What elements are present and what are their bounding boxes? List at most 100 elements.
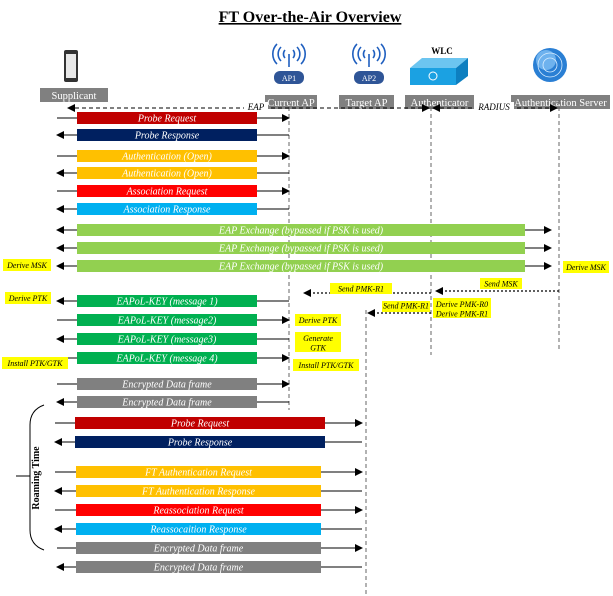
note-text: Derive PMK-R1 bbox=[435, 310, 488, 319]
roaming-time-label: Roaming Time bbox=[31, 446, 42, 510]
message-label: Reassocaition Response bbox=[149, 525, 247, 536]
note-text: Send MSK bbox=[484, 280, 518, 289]
note-text: Install PTK/GTK bbox=[7, 359, 64, 368]
eap-label: EAP bbox=[247, 102, 265, 112]
ap1-badge: AP1 bbox=[282, 74, 296, 83]
message-bar bbox=[76, 523, 321, 535]
target-ap-label: Target AP bbox=[346, 98, 388, 109]
message-encrypted-data-frame: Encrypted Data frame bbox=[56, 561, 362, 574]
message-label: Probe Response bbox=[167, 438, 233, 449]
message-encrypted-data-frame: Encrypted Data frame bbox=[57, 378, 290, 391]
message-eapol-key-message-1: EAPoL-KEY (message 1) bbox=[56, 295, 289, 308]
message-bar bbox=[77, 396, 257, 408]
message-label: EAPoL-KEY (message3) bbox=[117, 335, 217, 346]
message-label: Encrypted Data frame bbox=[121, 398, 212, 409]
message-authentication-open: Authentication (Open) bbox=[57, 150, 290, 163]
message-bar bbox=[77, 314, 257, 326]
message-label: EAPoL-KEY (message2) bbox=[117, 316, 217, 327]
message-label: Association Request bbox=[126, 187, 208, 198]
note-send-pmk-r1: Send PMK-R1 bbox=[330, 283, 392, 294]
message-bar bbox=[77, 129, 257, 141]
message-reassociation-request: Reassociation Request bbox=[55, 504, 363, 517]
message-bar bbox=[77, 112, 257, 124]
message-label: Probe Response bbox=[134, 131, 200, 142]
message-bar bbox=[76, 466, 321, 478]
note-text: Install PTK/GTK bbox=[298, 361, 355, 370]
diagram-title: FT Over-the-Air Overview bbox=[219, 9, 402, 26]
message-label: Reassociation Request bbox=[152, 506, 243, 517]
message-bar bbox=[77, 150, 257, 162]
authenticator-label: Authenticator bbox=[411, 98, 469, 109]
message-eap-exchange-bypassed-if-psk-is-used: EAP Exchange (bypassed if PSK is used) bbox=[56, 242, 552, 255]
message-label: Encrypted Data frame bbox=[153, 544, 244, 555]
message-bar bbox=[77, 295, 257, 307]
roaming-time-bracket: Roaming Time bbox=[16, 404, 45, 551]
smartphone-icon bbox=[64, 50, 78, 82]
message-label: Probe Request bbox=[170, 419, 229, 430]
note-derive-msk: Derive MSK bbox=[563, 261, 609, 273]
note-text: Derive MSK bbox=[6, 261, 47, 270]
server-globe-icon bbox=[533, 48, 567, 82]
note-install-ptk-gtk: Install PTK/GTK bbox=[293, 359, 359, 371]
note-send-msk: Send MSK bbox=[480, 278, 522, 289]
message-eapol-key-message3: EAPoL-KEY (message3) bbox=[56, 333, 289, 346]
message-label: Probe Request bbox=[137, 114, 196, 125]
message-bar bbox=[76, 542, 321, 554]
note-text: Send PMK-R1 bbox=[383, 302, 429, 311]
eap-span: EAP bbox=[67, 102, 430, 112]
wireless-ap-icon: AP1 bbox=[272, 43, 306, 84]
supplicant-label: Supplicant bbox=[52, 91, 97, 102]
message-bar bbox=[77, 260, 525, 272]
note-text: Derive PTK bbox=[8, 294, 48, 303]
note-text: Derive PTK bbox=[298, 316, 338, 325]
message-label: EAP Exchange (bypassed if PSK is used) bbox=[218, 262, 384, 273]
wlc-switch-icon: WLC bbox=[410, 46, 468, 85]
target-ap-header: Target AP bbox=[339, 95, 394, 109]
radius-label: RADIUS bbox=[477, 102, 510, 112]
message-bar bbox=[75, 436, 325, 448]
message-bar bbox=[77, 352, 257, 364]
message-bar bbox=[76, 504, 321, 516]
message-label: Association Response bbox=[123, 205, 211, 216]
authentication-server-header: Authentication Server bbox=[511, 95, 610, 109]
message-label: EAPoL-KEY (message 1) bbox=[115, 297, 218, 308]
message-association-response: Association Response bbox=[56, 203, 289, 216]
wireless-ap-icon: AP2 bbox=[352, 43, 386, 84]
message-eap-exchange-bypassed-if-psk-is-used: EAP Exchange (bypassed if PSK is used) bbox=[56, 224, 552, 237]
message-bar bbox=[75, 417, 325, 429]
ap2-badge: AP2 bbox=[362, 74, 376, 83]
message-bar bbox=[76, 485, 321, 497]
message-eapol-key-message2: EAPoL-KEY (message2) bbox=[57, 314, 290, 327]
message-probe-request: Probe Request bbox=[55, 417, 363, 430]
message-label: EAP Exchange (bypassed if PSK is used) bbox=[218, 226, 384, 237]
note-text: Derive MSK bbox=[565, 263, 606, 272]
authenticator-header: Authenticator bbox=[405, 95, 474, 109]
message-bar bbox=[77, 185, 257, 197]
message-label: Authentication (Open) bbox=[121, 152, 212, 163]
message-bar bbox=[77, 203, 257, 215]
message-ft-authentication-response: FT Authentication Response bbox=[54, 485, 362, 498]
message-bar bbox=[76, 561, 321, 573]
message-label: FT Authentication Request bbox=[144, 468, 252, 479]
note-text: GTK bbox=[310, 344, 326, 353]
message-eapol-key-message-4: EAPoL-KEY (message 4) bbox=[57, 352, 290, 365]
message-label: Encrypted Data frame bbox=[121, 380, 212, 391]
message-bar bbox=[77, 167, 257, 179]
message-probe-response: Probe Response bbox=[54, 436, 362, 449]
note-text: Send PMK-R1 bbox=[338, 285, 384, 294]
radius-span: RADIUS bbox=[432, 102, 558, 112]
message-label: EAPoL-KEY (message 4) bbox=[115, 354, 218, 365]
message-bar bbox=[77, 242, 525, 254]
note-send-pmk-r1: Send PMK-R1 bbox=[382, 301, 430, 312]
message-authentication-open: Authentication (Open) bbox=[56, 167, 289, 180]
message-bar bbox=[77, 378, 257, 390]
message-probe-response: Probe Response bbox=[56, 129, 289, 142]
authentication-server-label: Authentication Server bbox=[514, 98, 607, 109]
note-text: Generate bbox=[303, 334, 333, 343]
message-probe-request: Probe Request bbox=[57, 112, 290, 125]
message-ft-authentication-request: FT Authentication Request bbox=[55, 466, 363, 479]
message-encrypted-data-frame: Encrypted Data frame bbox=[57, 542, 363, 555]
message-bar bbox=[77, 224, 525, 236]
